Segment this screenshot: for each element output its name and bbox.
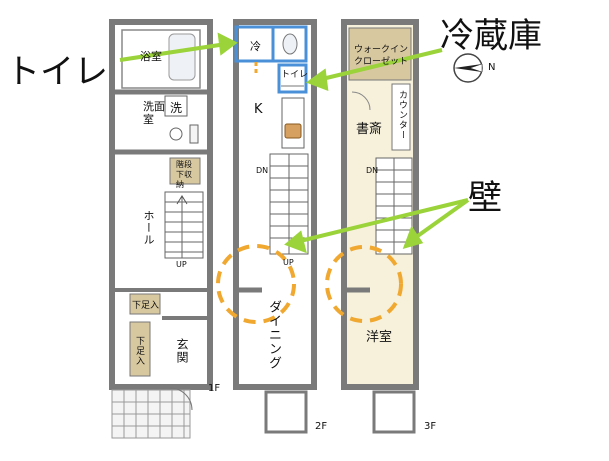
room-washroom: 洗面室 xyxy=(143,100,165,126)
floor-2-outline xyxy=(233,19,317,390)
stairs-3f xyxy=(375,157,413,255)
floor-label-1f: 1F xyxy=(208,383,221,394)
toilet-room-label: トイレ xyxy=(281,70,309,80)
floor-label-2f: 2F xyxy=(315,421,328,432)
wall-highlight-circle-2f xyxy=(216,244,296,324)
stair-storage xyxy=(169,157,201,185)
room-walk-in-closet: ウォークインクローゼット xyxy=(354,45,409,67)
room-entrance: 玄関 xyxy=(175,338,189,364)
dn-label-2f: DN xyxy=(256,166,269,175)
compass-label: N xyxy=(488,62,496,73)
stairs-2f xyxy=(269,153,309,255)
room-western: 洋室 xyxy=(366,330,393,345)
up-label-1f: UP xyxy=(176,260,187,269)
room-dining: ダイニング xyxy=(266,300,281,370)
porch-tiles xyxy=(111,389,191,439)
entrance-door xyxy=(169,387,193,411)
room-shoe-storage-1: 下足入 xyxy=(132,301,160,311)
balcony-2f xyxy=(264,390,308,434)
kitchen-counter xyxy=(281,97,305,149)
floor-label-3f: 3F xyxy=(424,421,437,432)
fridge-toilet-highlight xyxy=(234,25,308,63)
balcony-3f xyxy=(372,390,416,434)
bathtub xyxy=(168,33,196,81)
annotation-wall: 壁 xyxy=(468,178,502,218)
shoe-storage-2 xyxy=(129,321,151,377)
room-study: 書斎 xyxy=(356,122,383,137)
compass-icon xyxy=(453,53,483,83)
room-bathroom: 浴室 xyxy=(140,50,162,63)
toilet-fixture xyxy=(282,33,298,55)
annotation-toilet: トイレ xyxy=(6,52,108,92)
sink xyxy=(169,127,183,141)
fridge-label: 冷 xyxy=(250,40,261,53)
washer xyxy=(164,95,188,117)
shoe-storage-1 xyxy=(129,293,161,315)
floor-2 xyxy=(233,19,317,434)
toilet-room-highlight xyxy=(277,63,308,94)
counter xyxy=(391,83,411,151)
room-stair-storage: 階段下収納 xyxy=(176,160,192,189)
room-shoe-storage-2: 下足入 xyxy=(134,336,144,366)
annotation-arrows xyxy=(119,32,470,254)
room-hall: ホール xyxy=(142,210,155,246)
stairs-1f xyxy=(164,191,204,259)
wall-highlight-circle-3f xyxy=(325,245,403,323)
floor-1 xyxy=(109,19,213,439)
dn-label-3f: DN xyxy=(366,166,379,175)
washer-label: 洗 xyxy=(170,101,183,115)
up-label-2f: UP xyxy=(283,258,294,267)
kitchen-sink xyxy=(284,123,302,139)
room-counter: カウンター xyxy=(397,90,407,140)
annotation-refrigerator: 冷蔵庫 xyxy=(440,16,542,56)
room-kitchen: K xyxy=(254,102,263,117)
floor-3 xyxy=(341,19,419,434)
